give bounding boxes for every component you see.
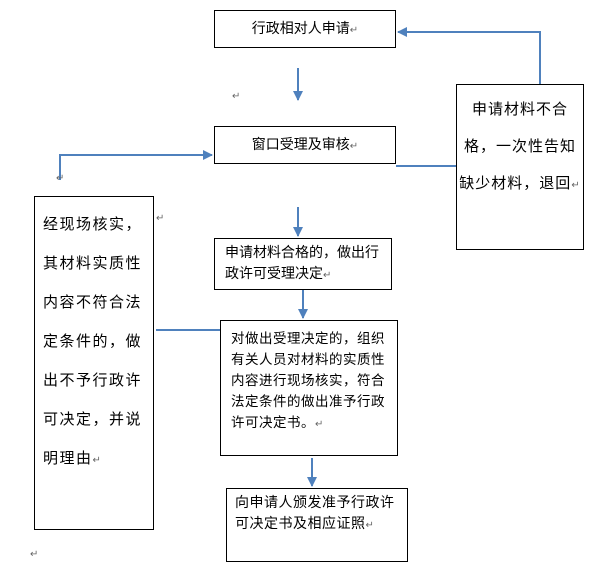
applicant-request-box: 行政相对人申请↵ (214, 10, 396, 48)
paragraph-mark: ↵ (349, 141, 359, 152)
paragraph-mark: ↵ (232, 91, 241, 102)
paragraph-mark: ↵ (156, 213, 165, 224)
issue-license-box: 向申请人颁发准予行政许可决定书及相应证照↵ (226, 488, 408, 562)
paragraph-mark: ↵ (323, 270, 332, 281)
window-review-box: 窗口受理及审核↵ (214, 126, 396, 164)
material-ok-text: 申请材料合格的，做出行政许可受理决定 (225, 245, 379, 282)
paragraph-mark: ↵ (92, 455, 103, 466)
onsite-verify-box: 对做出受理决定的，组织有关人员对材料的实质性内容进行现场核实，符合法定条件的做出… (220, 320, 398, 456)
paragraph-mark: ↵ (56, 173, 65, 184)
paragraph-mark: ↵ (571, 180, 581, 191)
onsite-reject-box: 经现场核实，其材料实质性内容不符合法定条件的，做出不予行政许可决定，并说明理由↵ (34, 196, 154, 530)
paragraph-mark: ↵ (349, 25, 359, 36)
issue-license-text: 向申请人颁发准予行政许可决定书及相应证照 (235, 495, 395, 532)
reject-material-box: 申请材料不合格，一次性告知缺少材料，退回↵ (456, 84, 584, 250)
window-review-text: 窗口受理及审核 (251, 137, 350, 153)
onsite-verify-text: 对做出受理决定的，组织有关人员对材料的实质性内容进行现场核实，符合法定条件的做出… (231, 331, 385, 431)
paragraph-mark: ↵ (30, 549, 39, 560)
onsite-reject-text: 经现场核实，其材料实质性内容不符合法定条件的，做出不予行政许可决定，并说明理由 (43, 215, 143, 467)
paragraph-mark: ↵ (365, 520, 375, 531)
arrow-reject-to-applicant (397, 27, 541, 84)
reject-material-text: 申请材料不合格，一次性告知缺少材料，退回 (459, 100, 576, 192)
arrow-onsite-to-window (59, 150, 213, 180)
material-ok-box: 申请材料合格的，做出行政许可受理决定↵ (214, 238, 392, 290)
applicant-request-text: 行政相对人申请 (251, 21, 350, 37)
paragraph-mark: ↵ (315, 419, 324, 430)
